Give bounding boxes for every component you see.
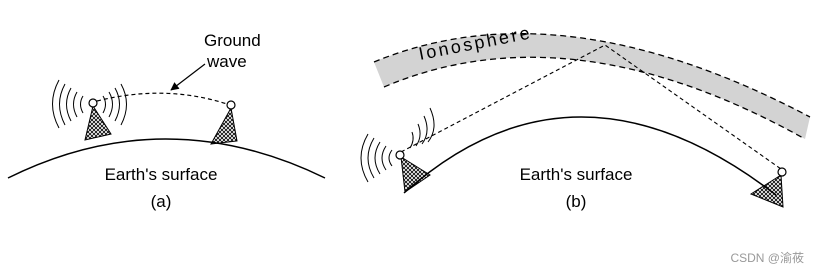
radio-waves-icon-left-b [360,107,435,183]
caption-b: (b) [566,192,587,211]
caption-a: (a) [151,192,172,211]
antenna-right-a [210,100,238,145]
earth-surface-label-b: Earth's surface [520,165,633,184]
earth-surface-label-a: Earth's surface [105,165,218,184]
radio-waves-icon-left-a [52,79,127,129]
antenna-right-b [749,167,787,208]
panel-b: Ionosphere Earth's surface (b) [360,22,811,211]
ionosphere-bottom-edge [383,56,806,140]
ionosphere-top-edge [373,32,811,118]
earth-surface-curve-a [7,138,326,179]
csdn-watermark: CSDN @渝莜 [730,250,804,265]
antenna-left-b [395,150,431,193]
ground-wave-pointer-arrow [170,63,206,91]
panel-a: Ground wave Earth's surface (a) [7,31,326,211]
ground-wave-path [96,92,228,105]
ground-wave-label-line1: Ground [204,31,261,50]
antenna-left-a [84,98,112,141]
sky-wave-path [400,44,782,170]
ground-wave-label-line2: wave [206,52,247,71]
earth-surface-curve-b [403,116,777,196]
